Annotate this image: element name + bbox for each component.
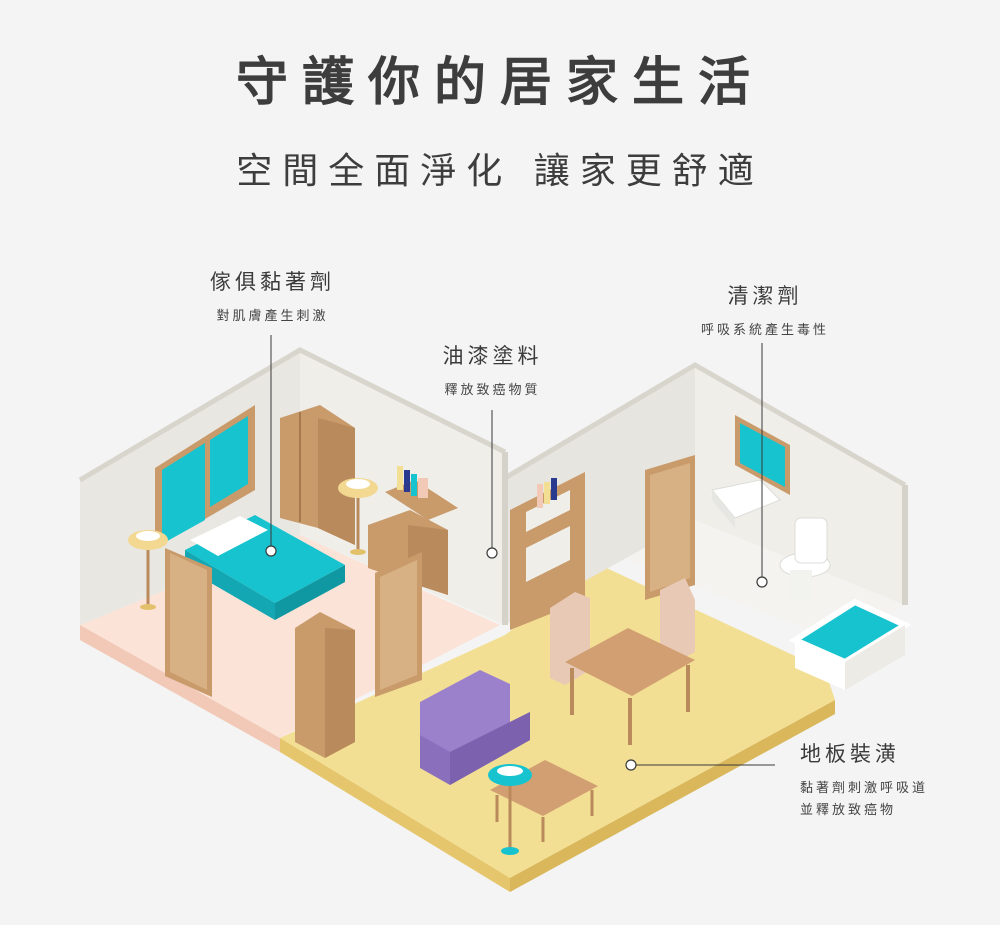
callout-cleaner-desc: 呼吸系統產生毒性: [700, 323, 829, 338]
callout-flooring-desc-line2: 並釋放致癌物: [800, 803, 897, 818]
furniture-marker: [265, 545, 277, 557]
flooring-marker: [625, 759, 637, 771]
callout-paint: 油漆塗料 釋放致癌物質: [405, 340, 580, 402]
page-subtitle: 空間全面淨化 讓家更舒適: [236, 151, 764, 192]
callout-cleaner: 清潔劑 呼吸系統產生毒性: [665, 280, 865, 342]
chair-right: [660, 578, 695, 665]
callout-flooring-title: 地板裝潢: [800, 742, 900, 766]
bedroom-shelf: [385, 480, 458, 520]
bed-pillow: [190, 516, 268, 556]
callout-cleaner-title: 清潔劑: [727, 284, 803, 308]
callout-furniture-adhesive: 傢俱黏著劑 對肌膚產生刺激: [180, 266, 365, 328]
coffee-table: [490, 760, 598, 816]
paint-marker: [486, 547, 498, 559]
callout-flooring-desc-line1: 黏著劑刺激呼吸道: [800, 781, 929, 796]
callout-paint-title: 油漆塗料: [442, 344, 543, 368]
cleaner-marker: [756, 576, 768, 588]
floor-edge-right: [510, 700, 835, 892]
callout-flooring: 地板裝潢 黏著劑刺激呼吸道 並釋放致癌物: [800, 738, 990, 822]
dining-table: [565, 628, 695, 696]
living-room-floor: [280, 565, 835, 878]
floor-edge-front: [280, 738, 510, 892]
callout-furniture-title: 傢俱黏著劑: [210, 270, 335, 294]
callout-paint-desc: 釋放致癌物質: [444, 383, 541, 398]
callout-furniture-desc: 對肌膚產生刺激: [216, 309, 329, 324]
page-title: 守護你的居家生活: [235, 52, 764, 113]
floor-edge-left: [80, 625, 280, 752]
